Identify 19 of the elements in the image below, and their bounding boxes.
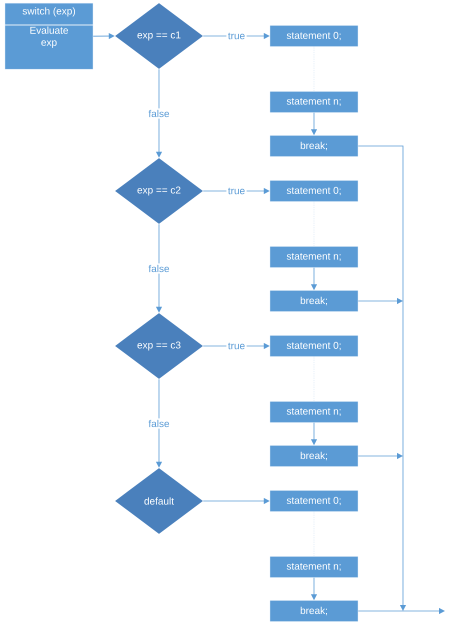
process-box: statement 0; — [270, 180, 358, 202]
process-box: statement n; — [270, 401, 358, 423]
edge-label: true — [228, 342, 245, 350]
edge-label: true — [228, 188, 245, 194]
edge-label: false — [148, 110, 170, 118]
process-box: statement n; — [270, 556, 358, 578]
process-box: statement n; — [270, 246, 358, 268]
edge-label: true — [228, 32, 245, 40]
process-box: break; — [270, 135, 358, 157]
switch-box: switch (exp) Evaluate exp — [4, 3, 94, 70]
process-box: statement 0; — [270, 490, 358, 512]
process-box: break; — [270, 600, 358, 622]
process-box: statement 0; — [270, 25, 358, 47]
edge-label: false — [148, 264, 170, 272]
process-box: break; — [270, 290, 358, 312]
process-box: statement n; — [270, 91, 358, 113]
process-box: break; — [270, 445, 358, 467]
process-box: statement 0; — [270, 335, 358, 357]
edge-label: false — [148, 420, 170, 428]
